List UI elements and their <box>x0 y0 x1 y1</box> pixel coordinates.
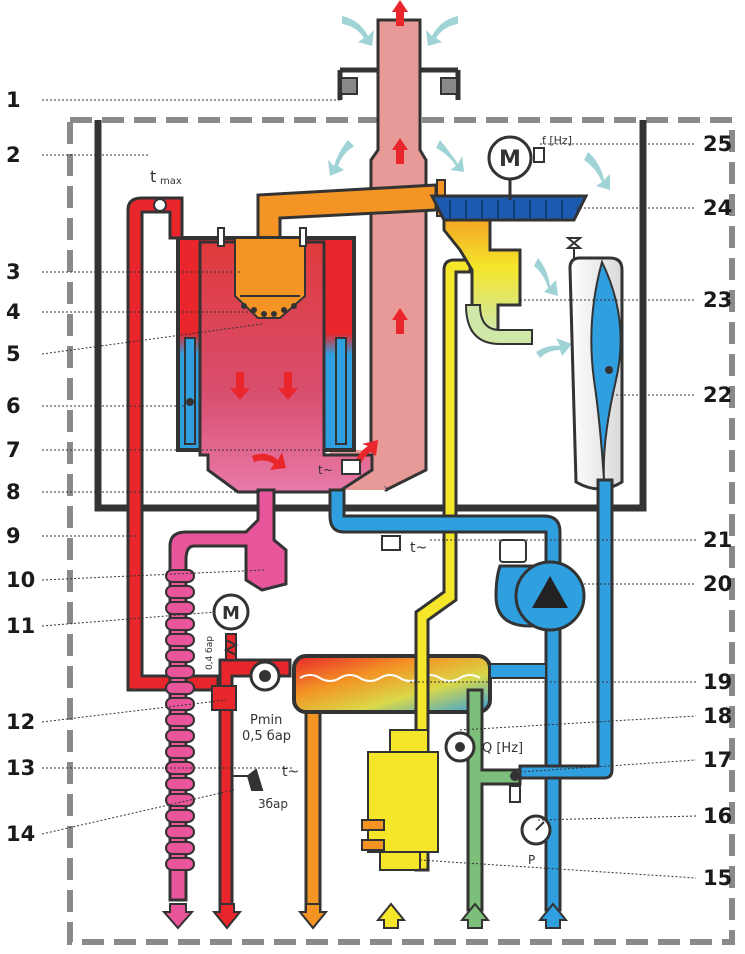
callout-5: 5 <box>6 342 21 366</box>
inner-casing <box>94 120 647 512</box>
dhw-plate-exchanger <box>292 654 492 714</box>
bottom-connections <box>161 902 569 930</box>
callout-16: 16 <box>703 804 733 828</box>
fill-tap <box>509 785 521 803</box>
pmin-label: Pmin <box>250 713 282 728</box>
leader-lines-right <box>410 143 697 879</box>
exhaust-arrow <box>392 0 408 26</box>
callout-12: 12 <box>6 710 36 734</box>
callout-21: 21 <box>703 528 733 552</box>
callout-7: 7 <box>6 438 21 462</box>
relief-3bar-label: 3бар <box>258 797 288 811</box>
callout-25: 25 <box>703 132 733 156</box>
callout-1: 1 <box>6 88 21 112</box>
fan-freq-label: f [Hz] <box>542 134 572 147</box>
valve-motor-label: M <box>222 603 240 624</box>
return-pipe <box>328 488 562 912</box>
callout-2: 2 <box>6 143 21 167</box>
callout-6: 6 <box>6 394 21 418</box>
flue-pipe <box>369 18 428 492</box>
venturi <box>442 203 522 332</box>
return-temp-label: t~ <box>410 540 427 556</box>
callout-20: 20 <box>703 572 733 596</box>
gas-valve <box>361 729 439 871</box>
callout-3: 3 <box>6 260 21 284</box>
callout-22: 22 <box>703 383 733 407</box>
callout-8: 8 <box>6 480 21 504</box>
condensate-coil <box>165 569 195 871</box>
air-intake-arrows <box>328 16 610 358</box>
valve-04-label: 0,4 бар <box>205 636 215 670</box>
callout-19: 19 <box>703 670 733 694</box>
callout-11: 11 <box>6 614 36 638</box>
pressure-gauge-label: P <box>528 853 535 867</box>
callout-10: 10 <box>6 568 36 592</box>
dhw-outlet-pipe <box>304 678 322 914</box>
callout-9: 9 <box>6 524 21 548</box>
dhw-temp-label: t~ <box>282 764 299 780</box>
flue-temp-label: t~ <box>318 463 333 477</box>
fan-motor <box>487 135 533 181</box>
fan-motor-label: M <box>499 147 521 172</box>
callout-24: 24 <box>703 196 733 220</box>
callout-17: 17 <box>703 748 733 772</box>
flue-terminal <box>337 67 461 100</box>
callout-18: 18 <box>703 704 733 728</box>
t-max-label: t <box>150 167 156 186</box>
fan-impeller <box>429 194 589 222</box>
pmin-value: 0,5 бар <box>242 729 291 744</box>
callout-15: 15 <box>703 866 733 890</box>
flow-meter-label: Q [Hz] <box>482 741 523 756</box>
relief-valve <box>232 768 264 791</box>
callout-14: 14 <box>6 822 36 846</box>
callout-23: 23 <box>703 288 733 312</box>
callout-4: 4 <box>6 300 21 324</box>
circulation-pump <box>494 539 586 632</box>
callout-13: 13 <box>6 756 36 780</box>
t-max-sub-label: max <box>160 176 182 187</box>
leader-lines-left <box>41 99 340 835</box>
